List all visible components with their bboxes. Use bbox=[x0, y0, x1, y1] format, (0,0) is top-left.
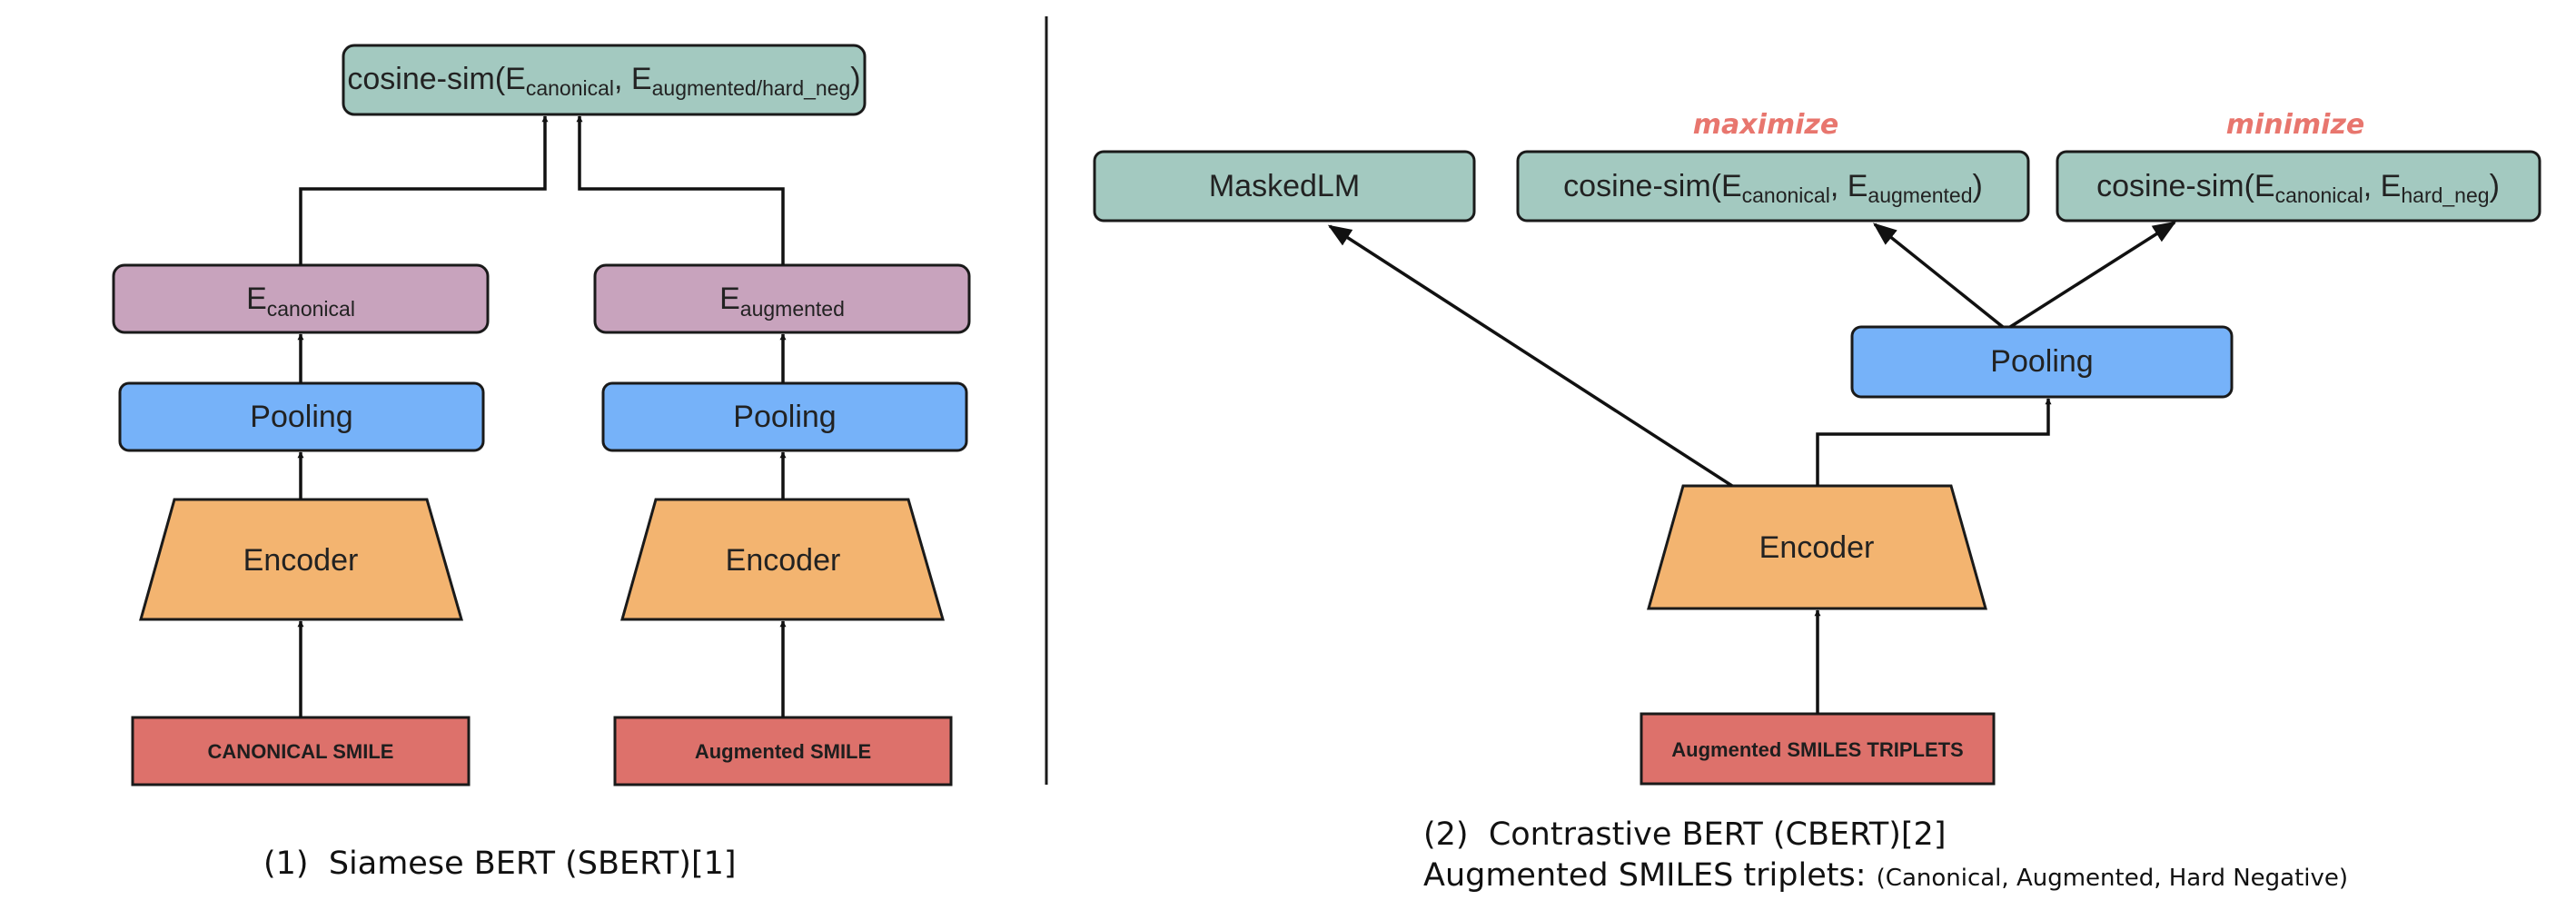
sbert-cosine-sim-node: cosine-sim(Ecanonical, Eaugmented/hard_n… bbox=[342, 44, 867, 116]
sbert-cosine-sim-label: cosine-sim(Ecanonical, Eaugmented/hard_n… bbox=[347, 62, 860, 100]
cbert-cosine-augmented-node: cosine-sim(Ecanonical, Eaugmented) bbox=[1516, 150, 2030, 223]
cbert-pooling-label: Pooling bbox=[1990, 344, 2093, 379]
sbert-embedding-augmented: Eaugmented bbox=[593, 263, 971, 334]
cbert-input-label: Augmented SMILES TRIPLETS bbox=[1671, 738, 1963, 761]
cbert-caption-line1: (2) Contrastive BERT (CBERT)[2] bbox=[1423, 816, 1946, 853]
cbert-encoder-node: Encoder bbox=[1647, 484, 1987, 610]
sbert-edge-canonical-cosine bbox=[299, 115, 549, 265]
sbert-edge-augmented-cosine bbox=[576, 115, 785, 265]
cbert-maskedlm-label: MaskedLM bbox=[1209, 169, 1360, 203]
minimize-annotation: minimize bbox=[2226, 109, 2365, 141]
sbert-pooling-right-label: Pooling bbox=[733, 400, 836, 434]
sbert-encoder-right-label: Encoder bbox=[726, 543, 841, 578]
maximize-annotation: maximize bbox=[1693, 109, 1839, 141]
sbert-input-canonical: CANONICAL SMILE bbox=[131, 716, 471, 786]
cbert-cosine-hardneg-node: cosine-sim(Ecanonical, Ehard_neg) bbox=[2056, 150, 2541, 223]
sbert-embedding-augmented-label: Eaugmented bbox=[719, 282, 845, 321]
sbert-encoder-right: Encoder bbox=[620, 498, 945, 621]
cbert-cosine-augmented-label: cosine-sim(Ecanonical, Eaugmented) bbox=[1563, 169, 1983, 207]
cbert-cosine-hardneg-label: cosine-sim(Ecanonical, Ehard_neg) bbox=[2096, 169, 2500, 207]
cbert-caption-line2: Augmented SMILES triplets: (Canonical, A… bbox=[1423, 857, 2348, 894]
sbert-diagram: cosine-sim(Ecanonical, Eaugmented/hard_n… bbox=[112, 44, 971, 882]
sbert-encoder-left: Encoder bbox=[139, 498, 463, 621]
cbert-edge-pooling-cosine-hardneg bbox=[2009, 221, 2177, 329]
sbert-caption: (1) Siamese BERT (SBERT)[1] bbox=[263, 846, 737, 882]
sbert-pooling-left: Pooling bbox=[118, 381, 485, 452]
cbert-maskedlm-node: MaskedLM bbox=[1093, 150, 1476, 223]
sbert-pooling-right: Pooling bbox=[601, 381, 968, 452]
cbert-pooling-node: Pooling bbox=[1850, 325, 2234, 399]
sbert-input-canonical-label: CANONICAL SMILE bbox=[208, 740, 394, 763]
cbert-edge-encoder-maskedlm bbox=[1327, 224, 1733, 488]
cbert-edge-encoder-pooling bbox=[1816, 398, 2052, 486]
sbert-input-augmented-label: Augmented SMILE bbox=[695, 740, 871, 763]
cbert-input-node: Augmented SMILES TRIPLETS bbox=[1640, 712, 1996, 786]
sbert-encoder-left-label: Encoder bbox=[243, 543, 359, 578]
sbert-embedding-canonical-label: Ecanonical bbox=[246, 282, 355, 321]
sbert-pooling-left-label: Pooling bbox=[250, 400, 352, 434]
cbert-encoder-label: Encoder bbox=[1759, 530, 1875, 565]
cbert-diagram: maximize minimize MaskedLM cosine-sim(Ec… bbox=[1093, 109, 2541, 894]
cbert-edge-pooling-cosine-augmented bbox=[1872, 223, 2005, 329]
sbert-embedding-canonical: Ecanonical bbox=[112, 263, 490, 334]
sbert-input-augmented: Augmented SMILE bbox=[613, 716, 953, 786]
